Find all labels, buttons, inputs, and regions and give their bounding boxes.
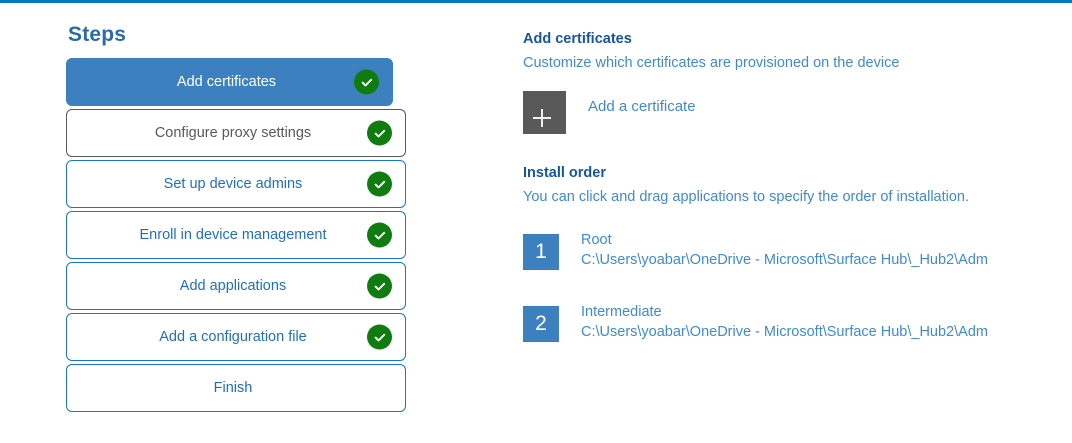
plus-icon [523, 91, 566, 134]
section-subtitle-add-certificates: Customize which certificates are provisi… [523, 55, 900, 71]
step-label: Set up device admins [163, 176, 303, 192]
certificate-name: Intermediate [581, 304, 662, 320]
sidebar-item-add-applications[interactable]: Add applications [66, 262, 406, 310]
step-label: Finish [213, 380, 253, 396]
steps-panel: Steps Add certificates Configure proxy s… [66, 22, 406, 415]
sidebar-item-configure-proxy-settings[interactable]: Configure proxy settings [66, 109, 406, 157]
section-heading-install-order: Install order [523, 165, 606, 181]
step-label: Configure proxy settings [154, 125, 312, 141]
install-item-text: Root C:\Users\yoabar\OneDrive - Microsof… [581, 231, 988, 270]
install-order-section: Install order You can click and drag app… [523, 164, 1043, 342]
list-item[interactable]: 2 Intermediate C:\Users\yoabar\OneDrive … [523, 303, 1043, 342]
certificate-path: C:\Users\yoabar\OneDrive - Microsoft\Sur… [581, 324, 988, 340]
install-item-text: Intermediate C:\Users\yoabar\OneDrive - … [581, 303, 988, 342]
add-a-certificate-button[interactable]: Add a certificate [523, 91, 773, 134]
top-accent-bar [0, 0, 1072, 3]
check-circle-icon [367, 324, 392, 350]
add-certificates-section: Add certificates Customize which certifi… [523, 30, 1043, 134]
check-circle-icon [367, 273, 392, 299]
check-circle-icon [367, 120, 392, 146]
list-item[interactable]: 1 Root C:\Users\yoabar\OneDrive - Micros… [523, 231, 1043, 270]
page-title: Steps [68, 23, 127, 46]
sidebar-item-enroll-in-device-management[interactable]: Enroll in device management [66, 211, 406, 259]
section-heading-add-certificates: Add certificates [523, 31, 632, 47]
section-subtitle-install-order: You can click and drag applications to s… [523, 189, 970, 205]
install-order-list: 1 Root C:\Users\yoabar\OneDrive - Micros… [523, 231, 1043, 342]
sidebar-item-add-a-configuration-file[interactable]: Add a configuration file [66, 313, 406, 361]
content-panel: Add certificates Customize which certifi… [523, 30, 1043, 378]
add-a-certificate-label: Add a certificate [588, 98, 696, 115]
step-label: Add certificates [176, 74, 277, 90]
sidebar-item-set-up-device-admins[interactable]: Set up device admins [66, 160, 406, 208]
certificate-path: C:\Users\yoabar\OneDrive - Microsoft\Sur… [581, 252, 988, 268]
step-label: Add a configuration file [159, 329, 307, 345]
order-badge: 1 [523, 234, 559, 270]
check-circle-icon [367, 222, 392, 248]
sidebar-item-add-certificates[interactable]: Add certificates [66, 58, 393, 106]
sidebar-item-finish[interactable]: Finish [66, 364, 406, 412]
check-circle-icon [367, 171, 392, 197]
order-badge: 2 [523, 306, 559, 342]
step-label: Enroll in device management [139, 227, 327, 243]
certificate-name: Root [581, 232, 612, 248]
check-circle-icon [354, 69, 379, 95]
step-label: Add applications [179, 278, 287, 294]
